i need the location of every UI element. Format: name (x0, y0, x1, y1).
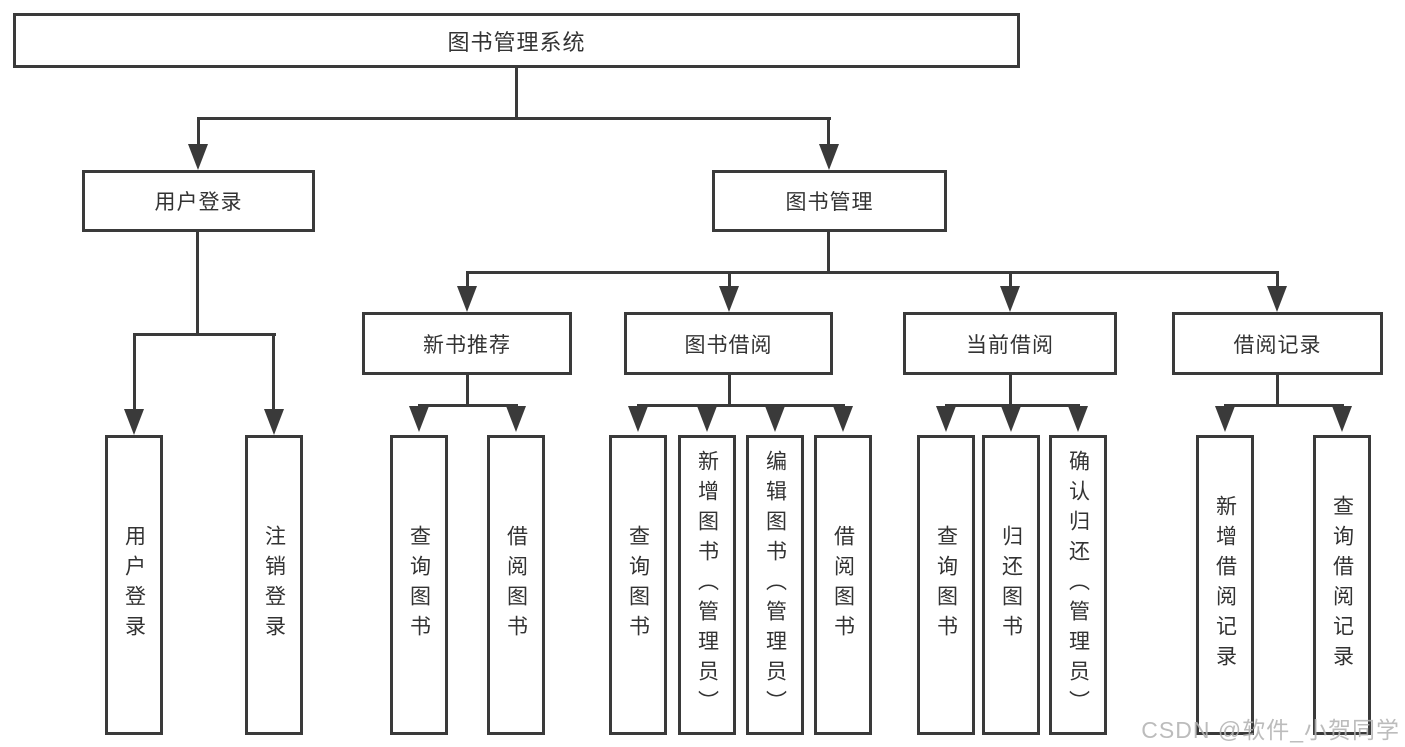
connector-line-v (196, 232, 199, 336)
node-book-management: 图书管理 (712, 170, 947, 232)
connector-line-v (1276, 271, 1279, 289)
node-new-book-recommend: 新书推荐 (362, 312, 572, 375)
connector-line-h (466, 271, 1279, 274)
leaf-nb-borrow-book: 借阅图书 (487, 435, 545, 735)
arrowhead (628, 406, 648, 432)
leaf-cb-confirm-return: 确认归还（管理员） (1049, 435, 1107, 735)
leaf-br-add-record-label: 新增借阅记录 (1213, 495, 1237, 675)
leaf-nb-query-book-label: 查询图书 (407, 525, 431, 645)
leaf-cb-query-book: 查询图书 (917, 435, 975, 735)
node-root: 图书管理系统 (13, 13, 1020, 68)
connector-line-v (133, 333, 136, 411)
leaf-cb-confirm-return-label: 确认归还（管理员） (1066, 450, 1090, 720)
connector-line-h (133, 333, 276, 336)
leaf-nb-borrow-book-label: 借阅图书 (504, 525, 528, 645)
connector-line-v (515, 68, 518, 119)
arrowhead (1068, 406, 1088, 432)
leaf-logout-label: 注销登录 (262, 525, 286, 645)
node-new-book-recommend-label: 新书推荐 (423, 333, 511, 357)
connector-line-h (418, 404, 518, 407)
connector-line-h (637, 404, 845, 407)
leaf-bb-edit-book: 编辑图书（管理员） (746, 435, 804, 735)
arrowhead (506, 406, 526, 432)
leaf-user-login: 用户登录 (105, 435, 163, 735)
connector-line-v (1276, 375, 1279, 407)
leaf-br-query-record: 查询借阅记录 (1313, 435, 1371, 735)
leaf-user-login-label: 用户登录 (122, 525, 146, 645)
connector-line-v (827, 232, 830, 274)
connector-line-h (945, 404, 1080, 407)
node-user-login: 用户登录 (82, 170, 315, 232)
connector-line-v (466, 271, 469, 289)
watermark: CSDN @软件_小贺同学 (1141, 717, 1400, 743)
connector-line-v (272, 333, 275, 411)
connector-line-v (466, 375, 469, 407)
leaf-bb-borrow-book-label: 借阅图书 (831, 525, 855, 645)
connector-line-v (827, 117, 830, 147)
node-current-borrow: 当前借阅 (903, 312, 1117, 375)
connector-line-v (197, 117, 200, 147)
leaf-cb-return-book-label: 归还图书 (999, 525, 1023, 645)
arrowhead (1267, 286, 1287, 312)
node-borrow-records-label: 借阅记录 (1233, 333, 1322, 357)
leaf-bb-query-book-label: 查询图书 (626, 525, 650, 645)
leaf-br-add-record: 新增借阅记录 (1196, 435, 1254, 735)
arrowhead (124, 409, 144, 435)
node-user-login-label: 用户登录 (154, 191, 243, 214)
leaf-bb-query-book: 查询图书 (609, 435, 667, 735)
node-root-label: 图书管理系统 (447, 29, 586, 55)
connector-line-v (728, 271, 731, 289)
arrowhead (833, 406, 853, 432)
leaf-bb-add-book-label: 新增图书（管理员） (695, 450, 719, 720)
connector-line-h (1224, 404, 1344, 407)
leaf-cb-query-book-label: 查询图书 (934, 525, 958, 645)
arrowhead (765, 406, 785, 432)
node-book-borrow-label: 图书借阅 (684, 333, 773, 357)
leaf-logout: 注销登录 (245, 435, 303, 735)
leaf-cb-return-book: 归还图书 (982, 435, 1040, 735)
leaf-br-query-record-label: 查询借阅记录 (1330, 495, 1354, 675)
arrowhead (1001, 406, 1021, 432)
node-book-borrow: 图书借阅 (624, 312, 833, 375)
arrowhead (819, 144, 839, 170)
arrowhead (409, 406, 429, 432)
arrowhead (936, 406, 956, 432)
leaf-bb-add-book: 新增图书（管理员） (678, 435, 736, 735)
arrowhead (188, 144, 208, 170)
node-book-management-label: 图书管理 (785, 191, 874, 214)
arrowhead (264, 409, 284, 435)
leaf-bb-borrow-book: 借阅图书 (814, 435, 872, 735)
arrowhead (1332, 406, 1352, 432)
arrowhead (1215, 406, 1235, 432)
connector-line-v (1009, 375, 1012, 407)
arrowhead (457, 286, 477, 312)
connector-line-v (728, 375, 731, 407)
node-borrow-records: 借阅记录 (1172, 312, 1383, 375)
connector-line-v (1009, 271, 1012, 289)
arrowhead (719, 286, 739, 312)
arrowhead (697, 406, 717, 432)
leaf-nb-query-book: 查询图书 (390, 435, 448, 735)
leaf-bb-edit-book-label: 编辑图书（管理员） (763, 450, 787, 720)
connector-line-h (197, 117, 831, 120)
node-current-borrow-label: 当前借阅 (966, 333, 1054, 357)
arrowhead (1000, 286, 1020, 312)
